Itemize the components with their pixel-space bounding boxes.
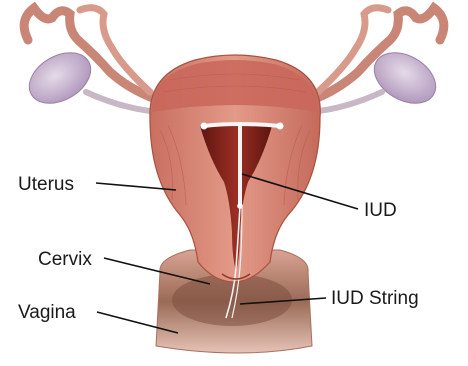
- label-cervix: Cervix: [38, 249, 92, 270]
- label-iud: IUD: [364, 200, 397, 221]
- label-iud-string: IUD String: [331, 288, 419, 309]
- label-vagina: Vagina: [18, 302, 76, 323]
- label-uterus: Uterus: [18, 174, 74, 195]
